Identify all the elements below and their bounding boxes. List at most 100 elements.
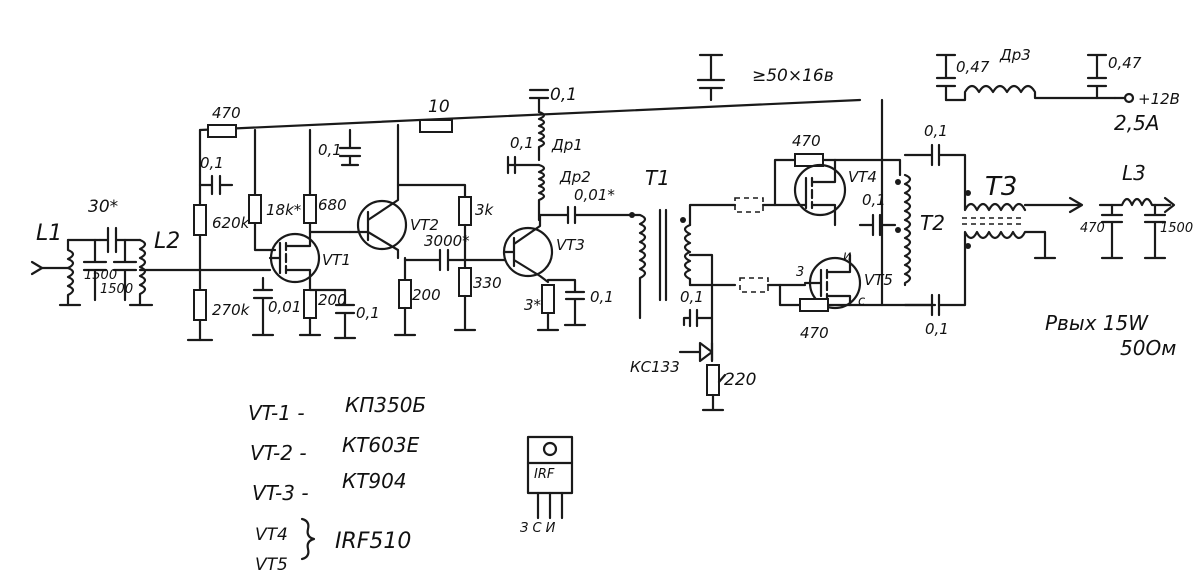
label-c-470-out: 470: [1080, 221, 1105, 236]
resistor-3k: [458, 196, 472, 226]
label-impedance: 50Ом: [1120, 336, 1176, 360]
capacitor-0.1-mid: [338, 128, 362, 167]
label-pin-3: 3: [796, 265, 804, 280]
capacitor-electrolytic: [696, 53, 726, 102]
capacitor-0.1-emitter: [546, 278, 587, 327]
label-vt3: VT3: [556, 236, 585, 254]
label-r-470-top: 470: [212, 104, 241, 122]
label-current: 2,5А: [1114, 111, 1160, 135]
label-c-01-vt4: 0,1: [862, 191, 886, 209]
label-t2: T2: [920, 211, 945, 235]
label-c-01-t2: 0,1: [924, 122, 948, 140]
capacitor-0.1-top: [528, 88, 550, 114]
label-r-470-vt4: 470: [792, 132, 821, 150]
label-c-01-e: 0,1: [590, 288, 614, 306]
label-dr2: Др2: [559, 168, 591, 186]
capacitor-0.47-b: [1086, 53, 1108, 100]
label-c-047a: 0,47: [956, 58, 990, 76]
supply-terminal: [1113, 92, 1135, 104]
label-c-01-gate: 0,1: [200, 154, 224, 172]
resistor-470-vt4: [773, 153, 837, 207]
capacitor-0.01-t1: [538, 205, 632, 225]
inductor-l2: [128, 238, 154, 307]
label-dr1: Др1: [551, 136, 583, 154]
resistor-330: [453, 223, 477, 332]
capacitor-30pf: [98, 226, 142, 254]
label-c-001: 0,01: [268, 298, 301, 316]
label-supply: +12В: [1138, 90, 1180, 108]
label-r-3-e: 3*: [524, 296, 542, 314]
label-c-1500a: 1500: [84, 268, 117, 283]
label-c-01-mid: 0,1: [318, 141, 342, 159]
zener-ks133: [678, 341, 714, 363]
label-l1: L1: [36, 221, 62, 246]
resistor-620k: [193, 204, 207, 236]
wire-18k: [253, 128, 277, 252]
label-power-out: Pвых 15W: [1045, 311, 1149, 335]
legend-brace: [300, 517, 316, 561]
ferrite-bead-vt5: [739, 277, 769, 293]
transformer-t1: [628, 208, 692, 320]
transistor-vt3: [502, 213, 554, 284]
resistor-270k: [193, 289, 207, 321]
label-r-10: 10: [428, 97, 450, 117]
resistor-200-source: [298, 289, 322, 337]
capacitor-0.1-source: [308, 288, 357, 340]
label-c-01-bot: 0,1: [925, 320, 949, 338]
output-arrow: [1068, 196, 1084, 214]
label-r-220: 220: [724, 370, 756, 390]
capacitor-0.01-source: [251, 276, 275, 337]
potentiometer-220: [701, 364, 727, 412]
ferrite-bead-vt4: [734, 197, 764, 213]
label-r-18k: 18k*: [266, 201, 302, 219]
label-c-01-bias: 0,1: [680, 288, 704, 306]
label-c-001-t1: 0,01*: [574, 186, 615, 204]
choke-dr1: [537, 110, 546, 162]
resistor-200-emitter: [393, 256, 417, 337]
label-vt2: VT2: [410, 216, 439, 234]
capacitor-0.1-bottom: [903, 238, 967, 317]
wire-vt4-t2: [833, 158, 902, 177]
label-c-1500-out: 1500: [1160, 221, 1193, 236]
legend-vt3-part: КТ904: [342, 469, 407, 493]
output-terminal: [1153, 196, 1176, 214]
capacitor-0.1-vt4: [858, 213, 897, 237]
label-vt1: VT1: [322, 251, 351, 269]
label-c-3000: 3000*: [424, 232, 470, 250]
label-r-200-e: 200: [412, 286, 441, 304]
label-r-270k: 270k: [212, 301, 251, 319]
transistor-vt4: [793, 158, 847, 227]
resistor-18k: [248, 194, 262, 224]
label-dr3: Др3: [999, 46, 1031, 64]
legend-vt5-name: VT5: [255, 555, 288, 575]
label-c-1500b: 1500: [100, 282, 133, 297]
resistor-10: [419, 119, 453, 133]
legend-vt2-part: КТ603Е: [342, 433, 420, 457]
capacitor-0.1-t2: [903, 143, 967, 202]
capacitor-0.1-gate: [198, 174, 234, 196]
input-terminal: [30, 260, 70, 276]
transistor-vt2: [348, 123, 408, 260]
transformer-t2: [895, 173, 912, 287]
label-t1: T1: [645, 166, 670, 190]
capacitor-0.47-a: [935, 53, 957, 102]
wire-t1-vt4: [688, 203, 737, 227]
label-c-01-s: 0,1: [356, 304, 380, 322]
choke-dr2: [537, 163, 546, 222]
wire-bias: [688, 253, 714, 362]
label-c-01-top: 0,1: [550, 85, 577, 105]
irf-package-icon: [526, 435, 574, 520]
capacitor-1500-b: [112, 238, 138, 302]
capacitor-0.1-dr1: [506, 155, 541, 175]
label-r-3k: 3k: [475, 201, 495, 219]
label-pin-i: и: [843, 249, 851, 264]
legend-vt2-name: VT-2 -: [250, 441, 307, 465]
label-r-680: 680: [318, 196, 347, 214]
label-r-330: 330: [473, 274, 502, 292]
resistor-470-top: [207, 124, 237, 138]
resistor-470-vt5: [778, 283, 852, 312]
capacitor-470-output: [1098, 203, 1124, 260]
label-r-620k: 620k: [212, 214, 251, 232]
label-l3: L3: [1122, 161, 1146, 185]
